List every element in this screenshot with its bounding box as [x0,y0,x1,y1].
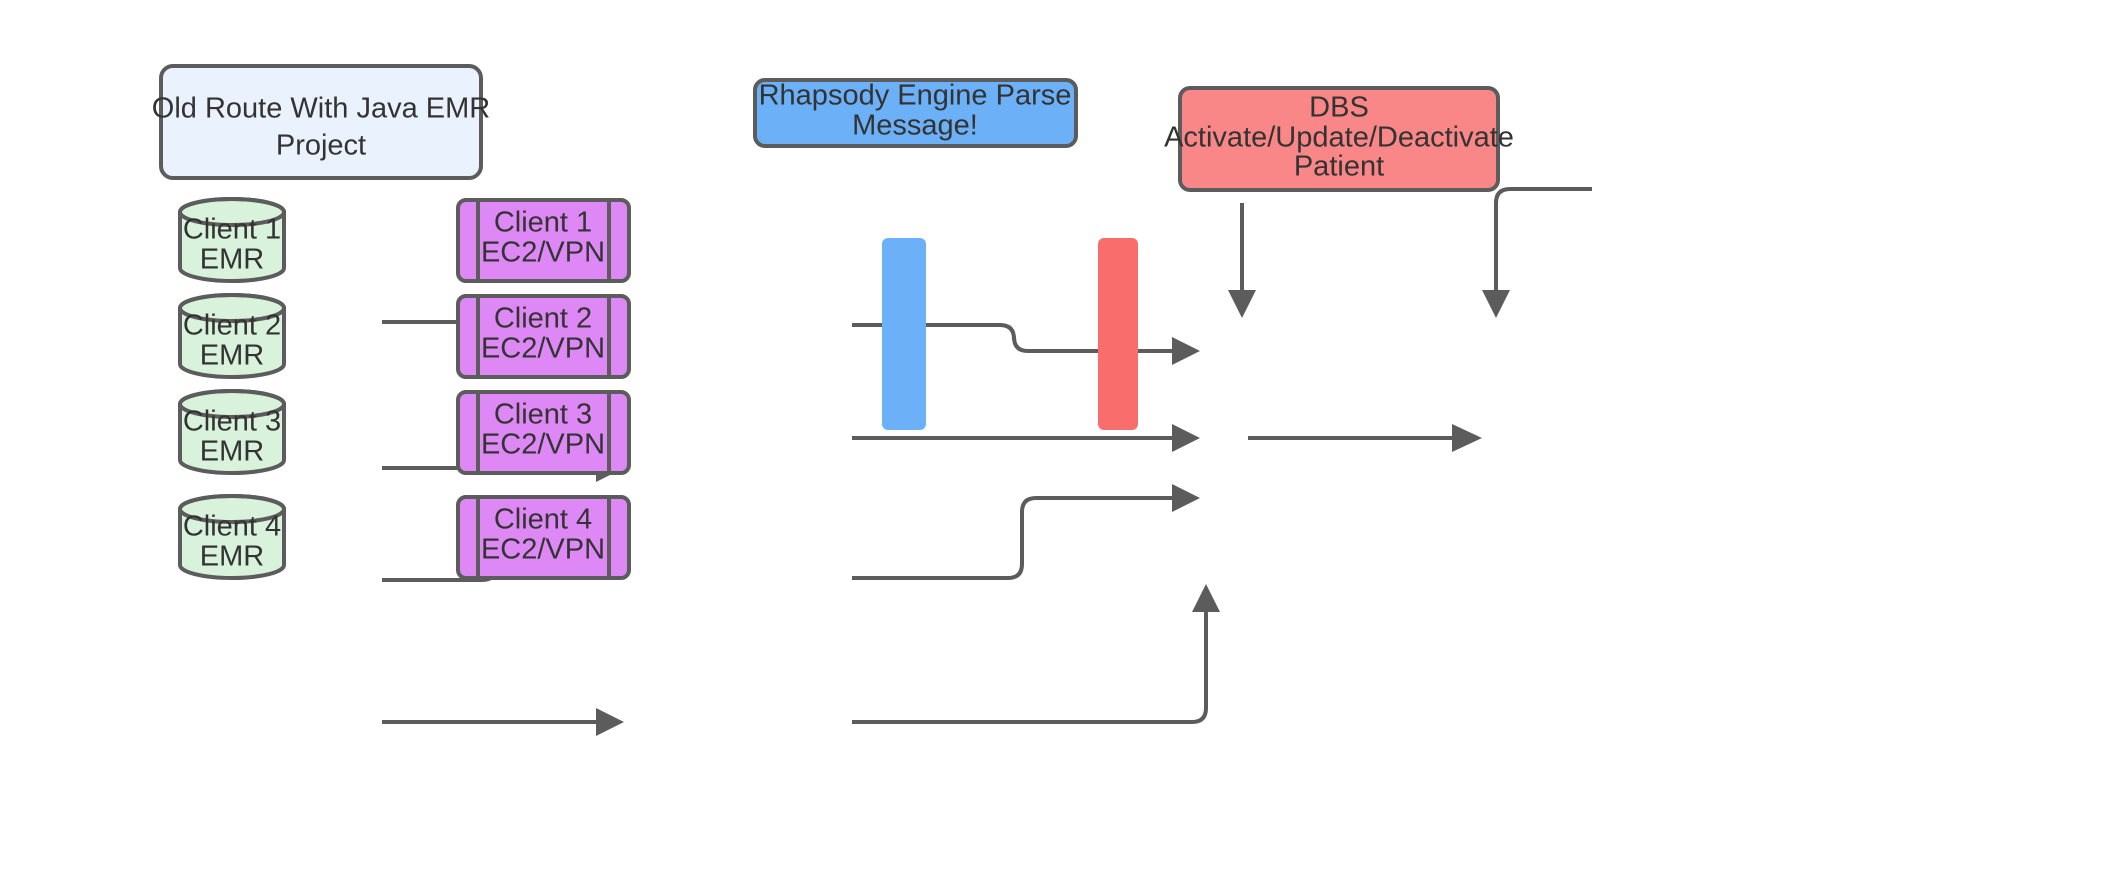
client-2-ec2vpn-label-line1: Client 2 [494,303,592,335]
client-2-ec2vpn-label-line2: EC2/VPN [481,333,605,365]
client-1-ec2vpn-process[interactable]: Client 1 EC2/VPN [456,198,631,283]
client-2-emr-cylinder[interactable]: Client 2 EMR [178,293,286,379]
dbs-bar[interactable] [1098,238,1138,430]
edge-dbs-box-to-red-bar [1482,187,1592,318]
client-3-emr-cylinder[interactable]: Client 3 EMR [178,389,286,475]
edge-rhapsody-box-to-bar [1228,203,1256,318]
client-4-ec2vpn-label-line1: Client 4 [494,504,592,536]
rhapsody-box-label-line1: Rhapsody Engine Parse [759,80,1072,112]
rhapsody-engine-bar[interactable] [882,238,926,430]
client-2-ec2vpn-process[interactable]: Client 2 EC2/VPN [456,294,631,379]
title-box: Old Route With Java EMR Project [152,64,490,180]
client-4-ec2vpn-process[interactable]: Client 4 EC2/VPN [456,495,631,580]
client-4-emr-label-line2: EMR [200,541,264,573]
client-1-ec2vpn-label-line2: EC2/VPN [481,237,605,269]
rhapsody-box-label-line2: Message! [852,110,978,142]
client-3-ec2vpn-label-line2: EC2/VPN [481,429,605,461]
edge-client4-emr-to-ec2 [382,708,624,736]
client-1-emr-label-line2: EMR [200,244,264,276]
client-2-emr-label-line2: EMR [200,340,264,372]
client-2-emr-label-line1: Client 2 [183,310,281,342]
client-4-emr-label-line1: Client 4 [183,511,281,543]
edge-client2-ec2-to-bar [852,424,1200,452]
edge-client4-ec2-to-bar [852,584,1220,724]
client-1-emr-label-line1: Client 1 [183,214,281,246]
client-4-emr-cylinder[interactable]: Client 4 EMR [178,494,286,580]
client-1-ec2vpn-label-line1: Client 1 [494,207,592,239]
title-box-label-line1: Old Route With Java EMR [152,93,490,125]
client-3-emr-label-line2: EMR [200,436,264,468]
client-3-ec2vpn-process[interactable]: Client 3 EC2/VPN [456,390,631,475]
dbs-box-label-line3: Patient [1294,151,1384,183]
client-3-ec2vpn-label-line1: Client 3 [494,399,592,431]
dbs-box-label-line1: DBS [1309,92,1369,124]
dbs-box-label-line2: Activate/Update/Deactivate [1164,122,1514,154]
edge-blue-bar-to-red-bar [1248,424,1482,452]
rhapsody-engine-box[interactable]: Rhapsody Engine Parse Message! [753,78,1078,148]
client-4-ec2vpn-label-line2: EC2/VPN [481,534,605,566]
edge-client3-ec2-to-bar [852,484,1200,580]
client-3-emr-label-line1: Client 3 [183,406,281,438]
title-box-label-line2: Project [276,130,366,162]
client-1-emr-cylinder[interactable]: Client 1 EMR [178,197,286,283]
dbs-box[interactable]: DBS Activate/Update/Deactivate Patient [1164,86,1514,192]
edge-client1-ec2-to-bar [852,323,1200,365]
